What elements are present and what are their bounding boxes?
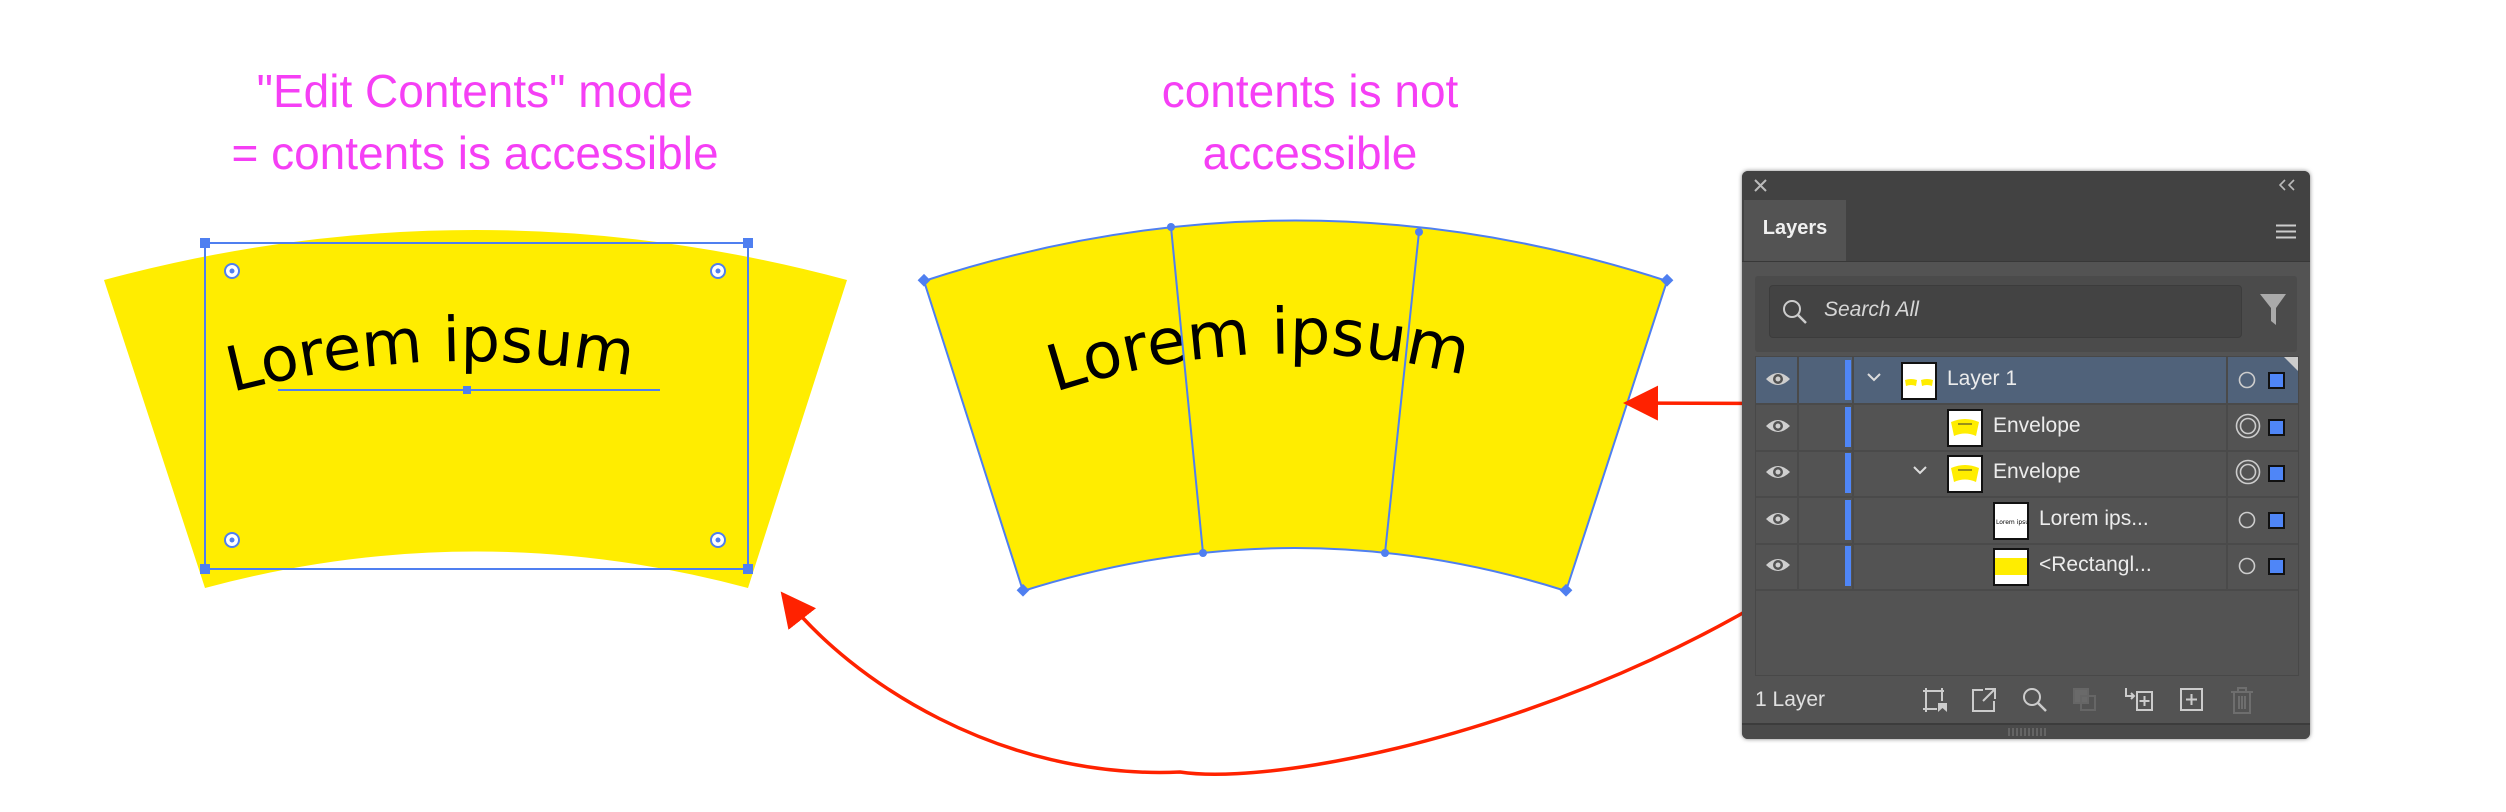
layer-thumbnail — [1901, 362, 1937, 400]
left-caption-line1: "Edit Contents" mode — [256, 65, 694, 117]
new-layer-icon[interactable] — [2179, 687, 2205, 713]
selection-indicator[interactable] — [2268, 465, 2285, 482]
target-circle-icon[interactable] — [2238, 371, 2256, 389]
layer-row[interactable]: Lorem ipsum Lorem ips... — [1756, 496, 2298, 545]
search-input[interactable]: Search All — [1769, 285, 2242, 338]
selection-indicator[interactable] — [2268, 558, 2285, 575]
visibility-eye-icon[interactable] — [1765, 417, 1791, 435]
delete-icon[interactable] — [2230, 687, 2254, 715]
column-divider — [2226, 357, 2228, 403]
collect-for-export-icon[interactable] — [1922, 687, 1948, 713]
layer-row[interactable]: Envelope — [1756, 403, 2298, 452]
layer-name[interactable]: Envelope — [1993, 413, 2081, 437]
chevron-down-icon[interactable] — [1912, 462, 1928, 478]
target-circle-icon[interactable] — [2238, 557, 2256, 575]
right-caption-line2: accessible — [1202, 127, 1418, 179]
column-divider — [2226, 403, 2228, 450]
right-caption-line1: contents is not — [1161, 65, 1459, 117]
search-placeholder: Search All — [1824, 298, 1919, 321]
selection-indicator[interactable] — [2268, 418, 2285, 436]
panel-tab-row: Layers — [1742, 200, 2310, 262]
target-circle-icon[interactable] — [2238, 511, 2256, 529]
collapse-icon[interactable] — [2279, 179, 2297, 191]
layer-name[interactable]: Layer 1 — [1947, 367, 2018, 390]
tab-layers[interactable]: Layers — [1744, 200, 1846, 261]
locate-object-icon[interactable] — [2022, 687, 2048, 713]
left-caption-line2: = contents is accessible — [231, 127, 719, 179]
selection-indicator[interactable] — [2268, 511, 2285, 529]
layer-row[interactable]: Envelope — [1756, 450, 2298, 498]
arrow-inner-envelope-to-left — [780, 466, 1944, 776]
envelope-mesh-lines — [1170, 226, 1420, 554]
right-envelope-shape[interactable] — [922, 219, 1669, 593]
search-icon — [1783, 300, 1807, 324]
column-divider — [2226, 450, 2228, 496]
visibility-eye-icon[interactable] — [1765, 463, 1791, 481]
chevron-down-icon[interactable] — [1866, 369, 1882, 385]
panel-title-bar[interactable] — [1742, 171, 2310, 200]
panel-menu-icon[interactable] — [2276, 224, 2296, 239]
column-divider — [2226, 496, 2228, 543]
layer-color-bar — [1845, 360, 1851, 400]
layer-color-bar — [1845, 546, 1851, 586]
column-divider — [1852, 496, 1854, 543]
svg-text:Lorem ipsum: Lorem ipsum — [1996, 519, 2027, 526]
column-divider — [1797, 450, 1799, 496]
current-layer-corner-icon — [2284, 357, 2298, 371]
selection-indicator[interactable] — [2268, 372, 2285, 389]
layer-color-bar — [1845, 499, 1851, 540]
column-divider — [1797, 357, 1799, 403]
export-selection-icon[interactable] — [1971, 687, 1997, 713]
search-area: Search All — [1755, 276, 2297, 352]
close-icon[interactable] — [1754, 179, 1767, 192]
visibility-eye-icon[interactable] — [1765, 370, 1791, 388]
target-appearance-icon[interactable] — [2235, 459, 2261, 485]
column-divider — [1797, 543, 1799, 589]
layer-name[interactable]: Envelope — [1993, 460, 2081, 483]
create-sublayer-icon[interactable] — [2124, 687, 2154, 713]
column-divider — [1852, 403, 1854, 450]
layer-thumbnail — [1947, 408, 1983, 447]
layer-thumbnail — [1947, 455, 1983, 493]
layer-row[interactable]: <Rectangl... — [1756, 543, 2298, 591]
column-divider — [1797, 403, 1799, 450]
target-appearance-icon[interactable] — [2235, 413, 2261, 439]
layer-thumbnail — [1993, 548, 2029, 586]
left-envelope-shape[interactable] — [104, 230, 847, 588]
visibility-eye-icon[interactable] — [1765, 556, 1791, 574]
panel-resize-grip[interactable] — [1742, 723, 2310, 739]
layer-name[interactable]: <Rectangl... — [2039, 553, 2152, 576]
layer-name[interactable]: Lorem ips... — [2039, 506, 2149, 530]
visibility-eye-icon[interactable] — [1765, 510, 1791, 528]
layer-color-bar — [1845, 406, 1851, 447]
column-divider — [1852, 357, 1854, 403]
left-caption: "Edit Contents" mode = contents is acces… — [125, 60, 825, 184]
column-divider — [1852, 450, 1854, 496]
filter-icon[interactable] — [2259, 293, 2287, 327]
column-divider — [2226, 543, 2228, 589]
column-divider — [1852, 543, 1854, 589]
make-clipping-mask-icon[interactable] — [2072, 687, 2098, 713]
mesh-points — [224, 263, 726, 548]
layer-color-bar — [1845, 453, 1851, 493]
layer-thumbnail: Lorem ipsum — [1993, 501, 2029, 540]
right-caption: contents is not accessible — [960, 60, 1660, 184]
column-divider — [1797, 496, 1799, 543]
layer-count: 1 Layer — [1755, 688, 1826, 711]
bounding-box-handles[interactable] — [200, 238, 753, 574]
layer-row[interactable]: Layer 1 — [1756, 357, 2298, 405]
